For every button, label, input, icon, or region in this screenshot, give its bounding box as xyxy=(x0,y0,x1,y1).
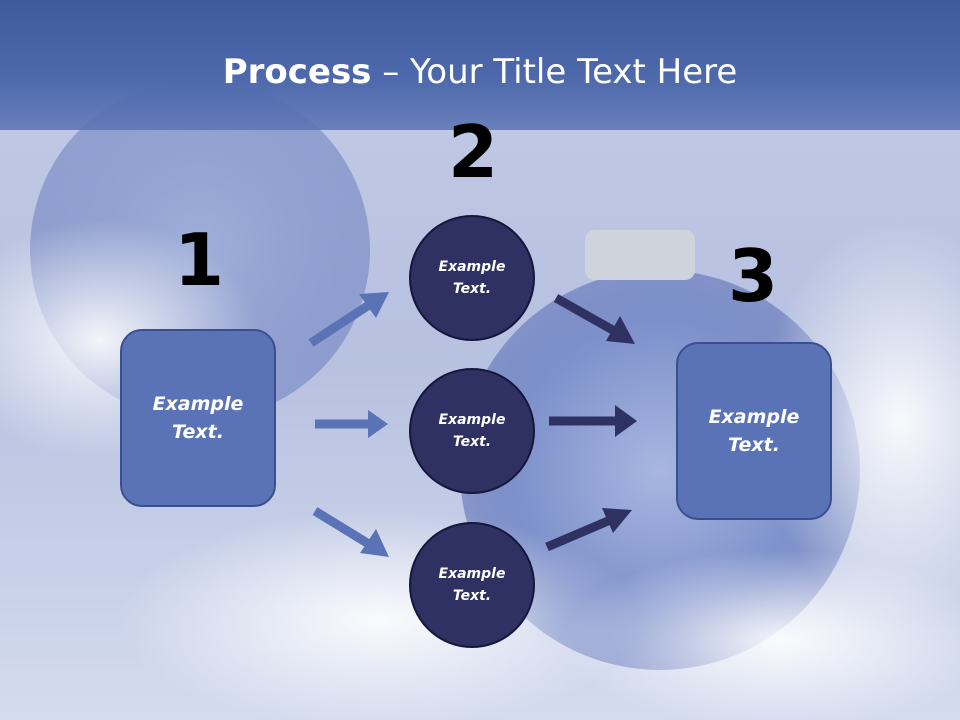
process-circle-middle[interactable]: Example Text. xyxy=(409,368,535,494)
process-box-1[interactable]: Example Text. xyxy=(120,329,276,507)
process-circle-top-text: Example Text. xyxy=(438,258,506,297)
process-circle-bottom[interactable]: Example Text. xyxy=(409,522,535,648)
arrow-down-right-light xyxy=(312,507,389,557)
arrow-right-light xyxy=(315,410,388,438)
arrow-right-dark xyxy=(549,405,637,437)
process-circle-top[interactable]: Example Text. xyxy=(409,215,535,341)
title-band xyxy=(0,0,960,130)
title-bold: Process xyxy=(222,52,372,92)
slide-title: Process – Your Title Text Here xyxy=(0,52,960,92)
arrow-up-right-light xyxy=(308,292,389,347)
arrow-down-right-dark xyxy=(553,294,635,344)
step-number-1: 1 xyxy=(173,218,225,302)
process-box-3[interactable]: Example Text. xyxy=(676,342,832,520)
process-circle-bottom-text: Example Text. xyxy=(438,565,506,604)
step-number-3: 3 xyxy=(727,234,779,318)
process-box-1-text: Example Text. xyxy=(152,392,244,444)
process-circle-middle-text: Example Text. xyxy=(438,411,506,450)
step-number-2: 2 xyxy=(447,110,499,194)
title-rest: – Your Title Text Here xyxy=(371,52,738,92)
process-box-3-text: Example Text. xyxy=(708,405,800,457)
arrow-up-right-dark xyxy=(545,508,632,552)
